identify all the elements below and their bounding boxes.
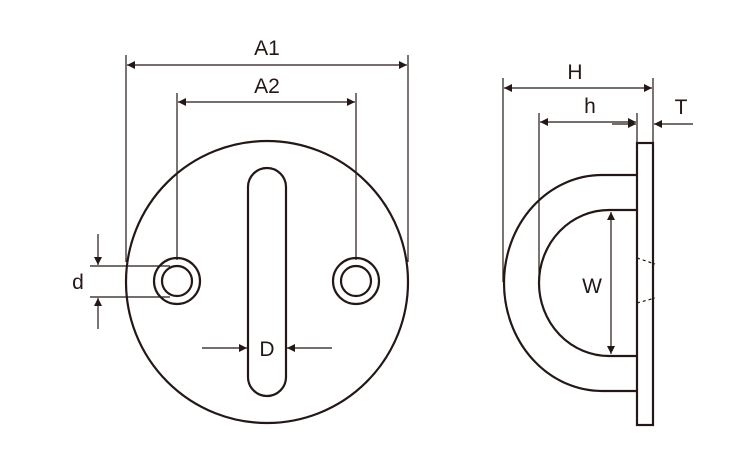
t-label: T [675,96,688,119]
center-slot [246,166,288,398]
side-plate [635,141,655,427]
h-total-label: H [567,61,582,84]
base-plate-outline [124,139,410,425]
front-view: A1 A2 d D [72,37,410,425]
right-hole-inner [339,264,373,298]
d-slot-label: D [259,338,274,361]
w-label: W [582,275,602,298]
h-inner-label: h [584,95,596,118]
side-view: H h T W [502,61,693,427]
left-hole-inner [160,264,194,298]
a1-label: A1 [254,37,280,60]
d-label: d [72,271,84,294]
a2-label: A2 [254,75,280,98]
right-hole-outer [331,256,381,306]
eye-inner-profile [537,208,637,358]
eye-outer-profile [502,173,637,393]
